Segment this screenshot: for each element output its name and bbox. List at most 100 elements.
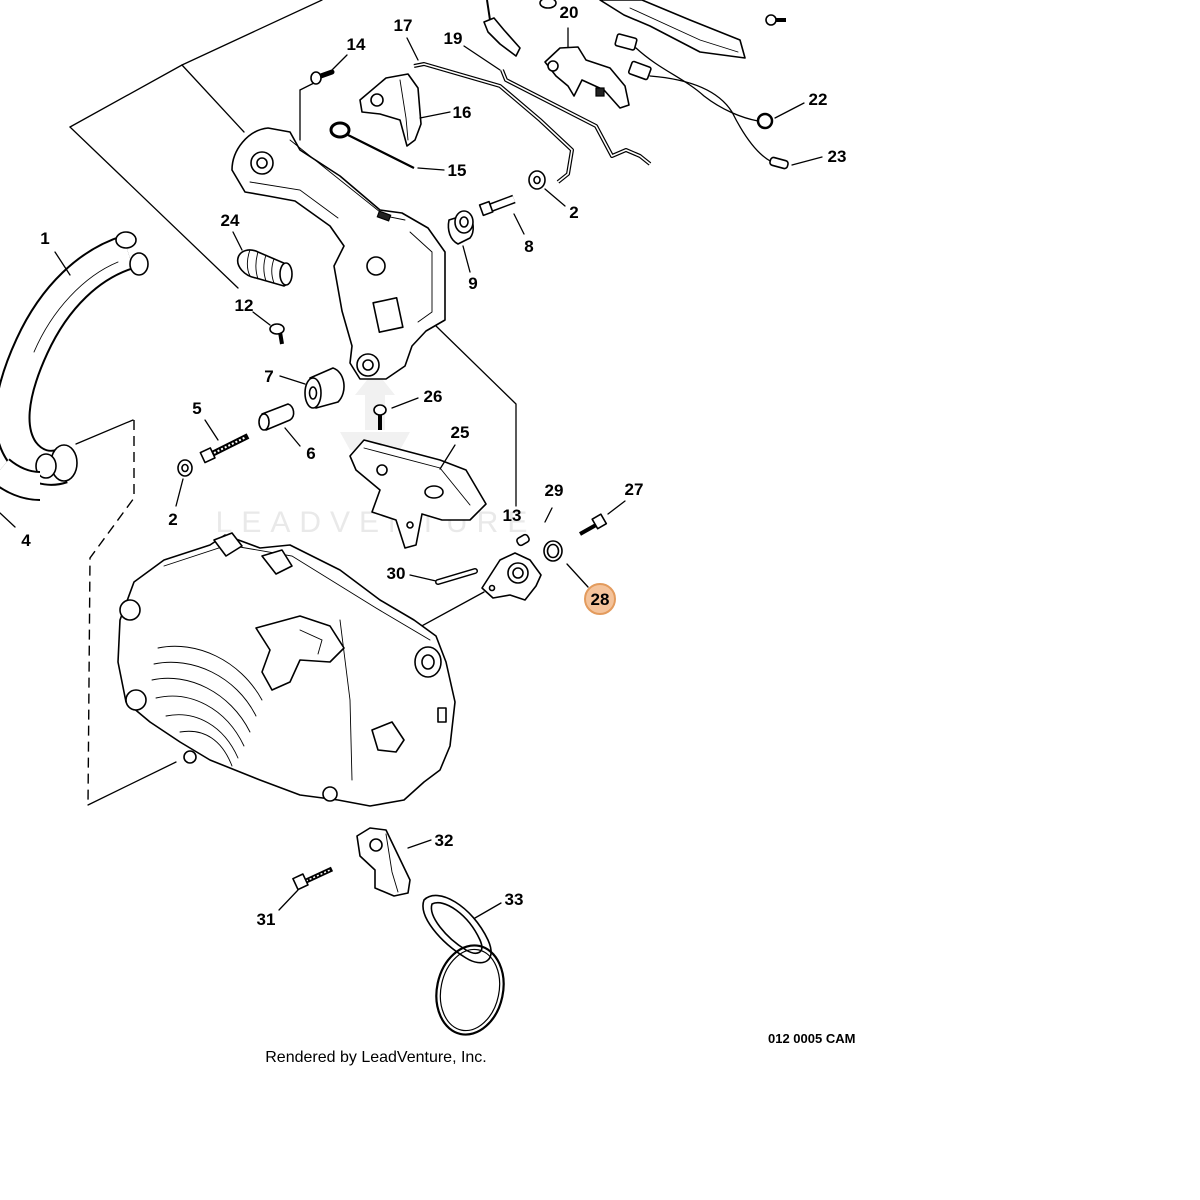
tube-shading bbox=[33, 261, 119, 353]
callout-label[interactable]: 23 bbox=[828, 147, 847, 166]
part-12-screw bbox=[269, 323, 285, 345]
tube-end-hole bbox=[35, 453, 57, 479]
bolt-thread bbox=[213, 436, 247, 454]
callout-9[interactable]: 9 bbox=[468, 274, 477, 293]
callout-label[interactable]: 8 bbox=[524, 237, 533, 256]
callout-17[interactable]: 17 bbox=[394, 16, 413, 35]
callout-label[interactable]: 26 bbox=[424, 387, 443, 406]
callout-25[interactable]: 25 bbox=[451, 423, 470, 442]
handle-inner-wall bbox=[409, 231, 433, 323]
part-7-bushing bbox=[304, 367, 345, 409]
leader-26 bbox=[391, 397, 419, 409]
part-32-bracket bbox=[356, 827, 411, 897]
callout-8[interactable]: 8 bbox=[524, 237, 533, 256]
partial-screw-head bbox=[765, 14, 777, 26]
callout-7[interactable]: 7 bbox=[264, 367, 273, 386]
ring-inner bbox=[546, 543, 560, 559]
callout-label[interactable]: 19 bbox=[444, 29, 463, 48]
callout-label[interactable]: 2 bbox=[569, 203, 578, 222]
callout-label[interactable]: 16 bbox=[453, 103, 472, 122]
leader-9 bbox=[462, 245, 471, 273]
callout-label[interactable]: 5 bbox=[192, 399, 201, 418]
callout-label[interactable]: 32 bbox=[435, 831, 454, 850]
callout-label[interactable]: 20 bbox=[560, 3, 579, 22]
cylinder-fin bbox=[165, 714, 239, 759]
callout-label[interactable]: 33 bbox=[505, 890, 524, 909]
leader-33 bbox=[474, 902, 502, 919]
callout-23[interactable]: 23 bbox=[828, 147, 847, 166]
spring-end bbox=[279, 262, 293, 286]
leader-6 bbox=[284, 427, 301, 447]
cylinder-fin bbox=[155, 695, 245, 747]
callout-label[interactable]: 13 bbox=[503, 506, 522, 525]
collar-bore bbox=[512, 567, 524, 579]
callout-30[interactable]: 30 bbox=[387, 564, 406, 583]
callout-22[interactable]: 22 bbox=[809, 90, 828, 109]
callout-label[interactable]: 17 bbox=[394, 16, 413, 35]
callout-label[interactable]: 30 bbox=[387, 564, 406, 583]
callout-label[interactable]: 6 bbox=[306, 444, 315, 463]
callout-label[interactable]: 12 bbox=[235, 296, 254, 315]
callout-label[interactable]: 24 bbox=[221, 211, 240, 230]
bracket-body bbox=[356, 827, 411, 897]
callout-20[interactable]: 20 bbox=[560, 3, 579, 22]
crankcase-handle-mount bbox=[255, 615, 345, 691]
callout-label[interactable]: 7 bbox=[264, 367, 273, 386]
callout-12[interactable]: 12 bbox=[235, 296, 254, 315]
bracket-line bbox=[181, 64, 245, 133]
callout-label[interactable]: 22 bbox=[809, 90, 828, 109]
callout-16[interactable]: 16 bbox=[453, 103, 472, 122]
callout-1[interactable]: 1 bbox=[40, 229, 49, 248]
leader-22 bbox=[774, 102, 805, 119]
callout-highlight[interactable] bbox=[584, 583, 616, 615]
callout-label[interactable]: 25 bbox=[451, 423, 470, 442]
callout-26[interactable]: 26 bbox=[424, 387, 443, 406]
callout-label[interactable]: 28 bbox=[591, 590, 610, 609]
leader-19 bbox=[463, 45, 501, 71]
callout-31[interactable]: 31 bbox=[257, 910, 276, 929]
callout-27[interactable]: 27 bbox=[625, 480, 644, 499]
drawing-code: 012 0005 CAM bbox=[768, 1031, 855, 1046]
leader-23 bbox=[791, 156, 823, 166]
washer-hole bbox=[533, 175, 541, 185]
part-6-sleeve bbox=[258, 403, 295, 431]
callout-15[interactable]: 15 bbox=[448, 161, 467, 180]
callout-2-upper[interactable]: 2 bbox=[569, 203, 578, 222]
callout-19[interactable]: 19 bbox=[444, 29, 463, 48]
leader-27 bbox=[607, 500, 626, 515]
partial-lever bbox=[483, 17, 521, 57]
callout-14[interactable]: 14 bbox=[347, 35, 366, 54]
callout-label[interactable]: 9 bbox=[468, 274, 477, 293]
callout-label[interactable]: 29 bbox=[545, 481, 564, 500]
callout-4[interactable]: 4 bbox=[21, 531, 31, 550]
part-26-screw bbox=[373, 404, 387, 430]
part-2-washer-upper bbox=[528, 170, 546, 190]
callout-label[interactable]: 14 bbox=[347, 35, 366, 54]
callout-2-lower[interactable]: 2 bbox=[168, 510, 177, 529]
callout-5[interactable]: 5 bbox=[192, 399, 201, 418]
bracket-hole bbox=[369, 838, 383, 852]
callout-24[interactable]: 24 bbox=[221, 211, 240, 230]
callout-label[interactable]: 1 bbox=[40, 229, 49, 248]
part-19-choke-rod bbox=[500, 69, 652, 166]
callout-label[interactable]: 4 bbox=[21, 531, 31, 550]
leader-2-upper bbox=[544, 188, 566, 207]
callout-28[interactable]: 28 bbox=[584, 583, 616, 615]
callout-6[interactable]: 6 bbox=[306, 444, 315, 463]
callout-label[interactable]: 27 bbox=[625, 480, 644, 499]
crankcase-lug bbox=[261, 549, 293, 575]
callout-32[interactable]: 32 bbox=[435, 831, 454, 850]
watermark-logo-bar bbox=[340, 432, 410, 450]
callout-label[interactable]: 31 bbox=[257, 910, 276, 929]
callout-33[interactable]: 33 bbox=[505, 890, 524, 909]
callout-13[interactable]: 13 bbox=[503, 506, 522, 525]
callout-label[interactable]: 2 bbox=[168, 510, 177, 529]
cylinder-fin bbox=[153, 661, 257, 717]
callout-label[interactable]: 15 bbox=[448, 161, 467, 180]
leader-1 bbox=[54, 251, 71, 276]
sleeve-body bbox=[261, 403, 295, 431]
top-partial-parts bbox=[483, 0, 786, 59]
callout-29[interactable]: 29 bbox=[545, 481, 564, 500]
o-ring-outer bbox=[435, 944, 505, 1036]
